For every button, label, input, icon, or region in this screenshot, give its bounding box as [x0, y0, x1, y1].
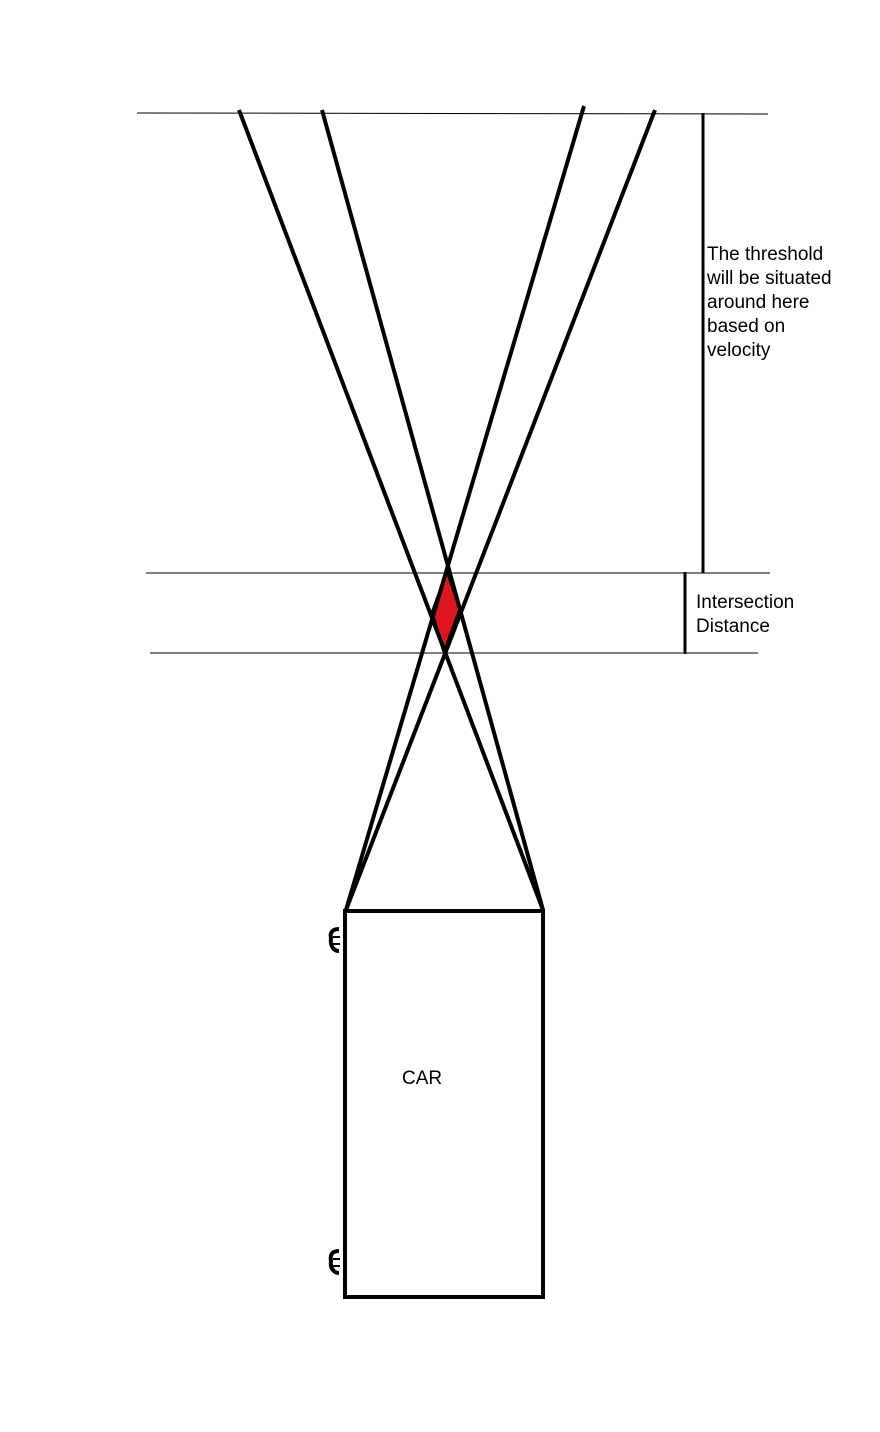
front-wheel-icon: [328, 927, 340, 953]
left-sensor-beam-inner: [344, 105, 586, 911]
intersection-distance-annotation: Intersection Distance: [696, 592, 795, 637]
left-sensor-beam-outer: [344, 109, 657, 911]
right-sensor-beam-inner: [320, 109, 545, 911]
car-body: [343, 909, 545, 1299]
top-horizontal-line: [136, 112, 769, 115]
right-sensor-beam-outer: [237, 109, 545, 911]
threshold-annotation: The threshold will be situated around he…: [707, 244, 832, 361]
car-label: CAR: [402, 1068, 443, 1089]
rear-wheel-icon: [328, 1249, 340, 1275]
